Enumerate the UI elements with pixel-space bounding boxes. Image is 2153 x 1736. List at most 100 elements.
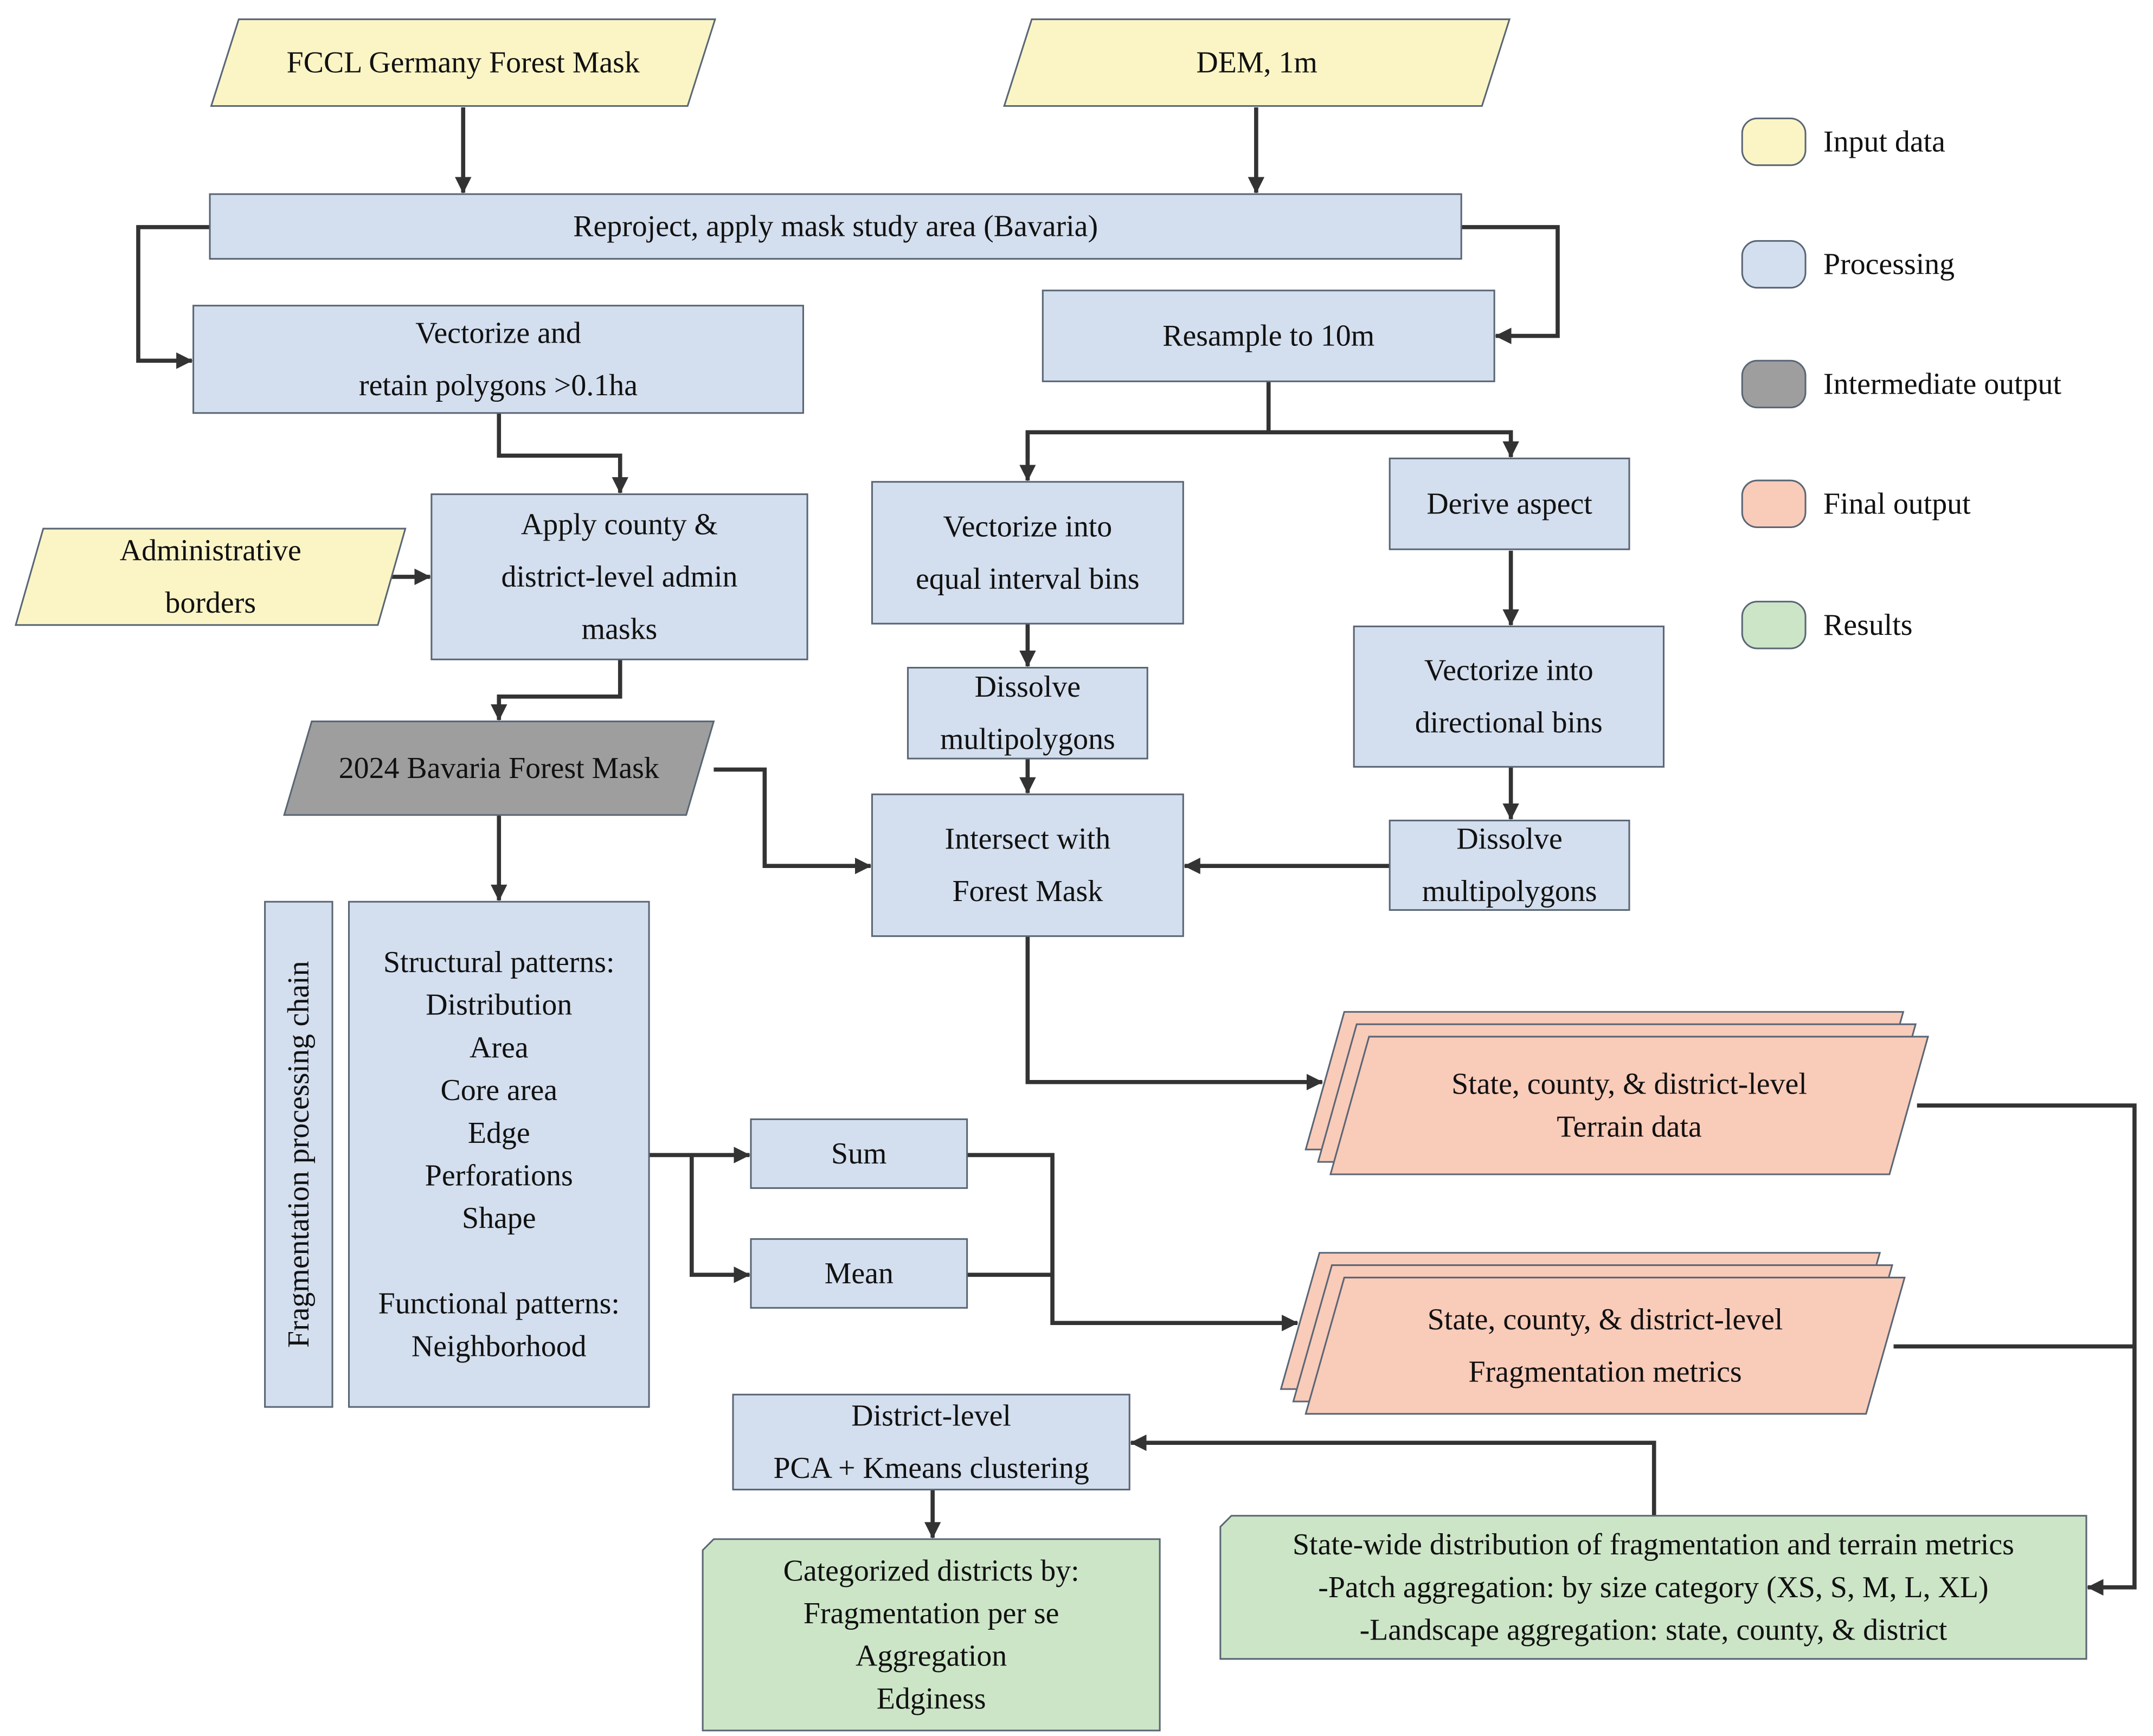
frag_chain-line: Fragmentation processing chain bbox=[282, 961, 316, 1348]
categorized-line: Categorized districts by: bbox=[783, 1554, 1079, 1587]
legend-label: Processing bbox=[1823, 248, 1955, 281]
vectorize_equal-label: Vectorize into equal interval bins bbox=[916, 510, 1140, 595]
admin-masks-node: Apply county & district-level admin masks bbox=[430, 493, 808, 660]
dem-node: DEM, 1m bbox=[1003, 18, 1511, 107]
categorized-label: Categorized districts by:Fragmentation p… bbox=[783, 1554, 1079, 1715]
vectorize_dir-line: Vectorize into bbox=[1424, 654, 1593, 687]
categorized-line: Edginess bbox=[877, 1682, 986, 1715]
patterns-line: Structural patterns: bbox=[383, 946, 615, 979]
statewide-node: State-wide distribution of fragmentation… bbox=[1219, 1515, 2087, 1660]
reproject-line: Reproject, apply mask study area (Bavari… bbox=[573, 210, 1098, 243]
frag-chain-node: Fragmentation processing chain bbox=[264, 901, 333, 1408]
mean-node: Mean bbox=[750, 1238, 968, 1309]
edge-resample-equal bbox=[1025, 430, 1513, 459]
reproject-label: Reproject, apply mask study area (Bavari… bbox=[573, 210, 1098, 243]
fccl_mask-label: FCCL Germany Forest Mask bbox=[287, 46, 640, 80]
terrain_data-line: State, county, & district-level bbox=[1451, 1068, 1807, 1101]
legend-item: Results bbox=[1741, 601, 1913, 650]
edge-vectorize-admin bbox=[497, 413, 628, 494]
derive_aspect-label: Derive aspect bbox=[1426, 487, 1592, 520]
legend-item: Intermediate output bbox=[1741, 359, 2061, 409]
admin_masks-line: Apply county & bbox=[521, 507, 718, 541]
resample-label: Resample to 10m bbox=[1162, 319, 1374, 353]
edge-sum-metrics bbox=[967, 1153, 1299, 1332]
frag_chain-box bbox=[264, 901, 333, 1408]
legend-item: Processing bbox=[1741, 240, 1955, 289]
vectorize_equal-line: equal interval bins bbox=[916, 562, 1140, 596]
edge-reproject-vectorize bbox=[136, 225, 210, 369]
legend-label: Input data bbox=[1823, 125, 1945, 159]
vectorize_dir-line: directional bins bbox=[1415, 706, 1603, 740]
legend-label: Final output bbox=[1823, 487, 1971, 520]
edge-intersect-terrain bbox=[1025, 936, 1323, 1091]
edge-reproject-resample bbox=[1461, 225, 1560, 344]
statewide-box bbox=[1219, 1515, 2087, 1660]
frag_metrics-stack-layer bbox=[1304, 1276, 1906, 1415]
dissolve_2-box bbox=[1389, 819, 1630, 911]
categorized-box bbox=[702, 1538, 1161, 1732]
fccl_mask-line: FCCL Germany Forest Mask bbox=[287, 46, 640, 80]
dem-label: DEM, 1m bbox=[1196, 46, 1317, 80]
edge-statewide-pca bbox=[1130, 1434, 1656, 1516]
dissolve_2-line: Dissolve bbox=[1456, 822, 1563, 856]
pca-box bbox=[732, 1393, 1130, 1490]
admin_masks-line: masks bbox=[582, 612, 658, 646]
frag_metrics-line: Fragmentation metrics bbox=[1468, 1355, 1741, 1388]
vectorize_equal-line: Vectorize into bbox=[943, 510, 1112, 543]
admin_masks-line: district-level admin bbox=[502, 560, 738, 594]
patterns-line: Shape bbox=[462, 1201, 536, 1235]
intersect-line: Intersect with bbox=[945, 822, 1111, 856]
reproject-node: Reproject, apply mask study area (Bavari… bbox=[209, 193, 1462, 260]
legend-swatch bbox=[1741, 117, 1807, 166]
statewide-line: State-wide distribution of fragmentation… bbox=[1293, 1528, 2014, 1561]
legend-swatch bbox=[1741, 601, 1807, 650]
legend-swatch bbox=[1741, 240, 1807, 289]
patterns-line: Edge bbox=[468, 1116, 530, 1150]
dissolve_1-box bbox=[907, 667, 1148, 760]
vectorize_retain-box bbox=[192, 305, 804, 414]
dem-line: DEM, 1m bbox=[1196, 46, 1317, 80]
sum-node: Sum bbox=[750, 1118, 968, 1189]
bavaria_mask-label: 2024 Bavaria Forest Mask bbox=[339, 751, 659, 785]
legend-swatch bbox=[1741, 479, 1807, 529]
statewide-line: -Landscape aggregation: state, county, &… bbox=[1360, 1613, 1948, 1647]
vectorize-dir-node: Vectorize into directional bins bbox=[1353, 625, 1665, 768]
derive-aspect-node: Derive aspect bbox=[1389, 458, 1630, 550]
sum-line: Sum bbox=[831, 1137, 886, 1171]
vectorize_equal-box bbox=[871, 481, 1184, 625]
patterns-line: Core area bbox=[441, 1073, 558, 1107]
vectorize_dir-box bbox=[1353, 625, 1665, 768]
derive_aspect-box bbox=[1389, 458, 1630, 550]
edge-patterns-mean bbox=[689, 1155, 750, 1283]
legend-swatch bbox=[1741, 359, 1807, 409]
bavaria_mask-line: 2024 Bavaria Forest Mask bbox=[339, 751, 659, 785]
patterns-box bbox=[348, 901, 650, 1408]
bavaria-mask-node: 2024 Bavaria Forest Mask bbox=[283, 721, 715, 816]
categorized-line: Aggregation bbox=[856, 1639, 1007, 1673]
connectors-layer bbox=[136, 107, 2137, 1596]
resample-line: Resample to 10m bbox=[1162, 319, 1374, 353]
admin_borders-box bbox=[14, 528, 407, 626]
bavaria_mask-box bbox=[283, 721, 715, 816]
sum-box bbox=[750, 1118, 968, 1189]
statewide-line: -Patch aggregation: by size category (XS… bbox=[1318, 1571, 1988, 1604]
vectorize-equal-node: Vectorize into equal interval bins bbox=[871, 481, 1184, 625]
mean-box bbox=[750, 1238, 968, 1309]
admin_masks-box bbox=[430, 493, 808, 660]
vectorize_dir-label: Vectorize into directional bins bbox=[1415, 654, 1603, 740]
categorized-node: Categorized districts by:Fragmentation p… bbox=[702, 1538, 1161, 1732]
